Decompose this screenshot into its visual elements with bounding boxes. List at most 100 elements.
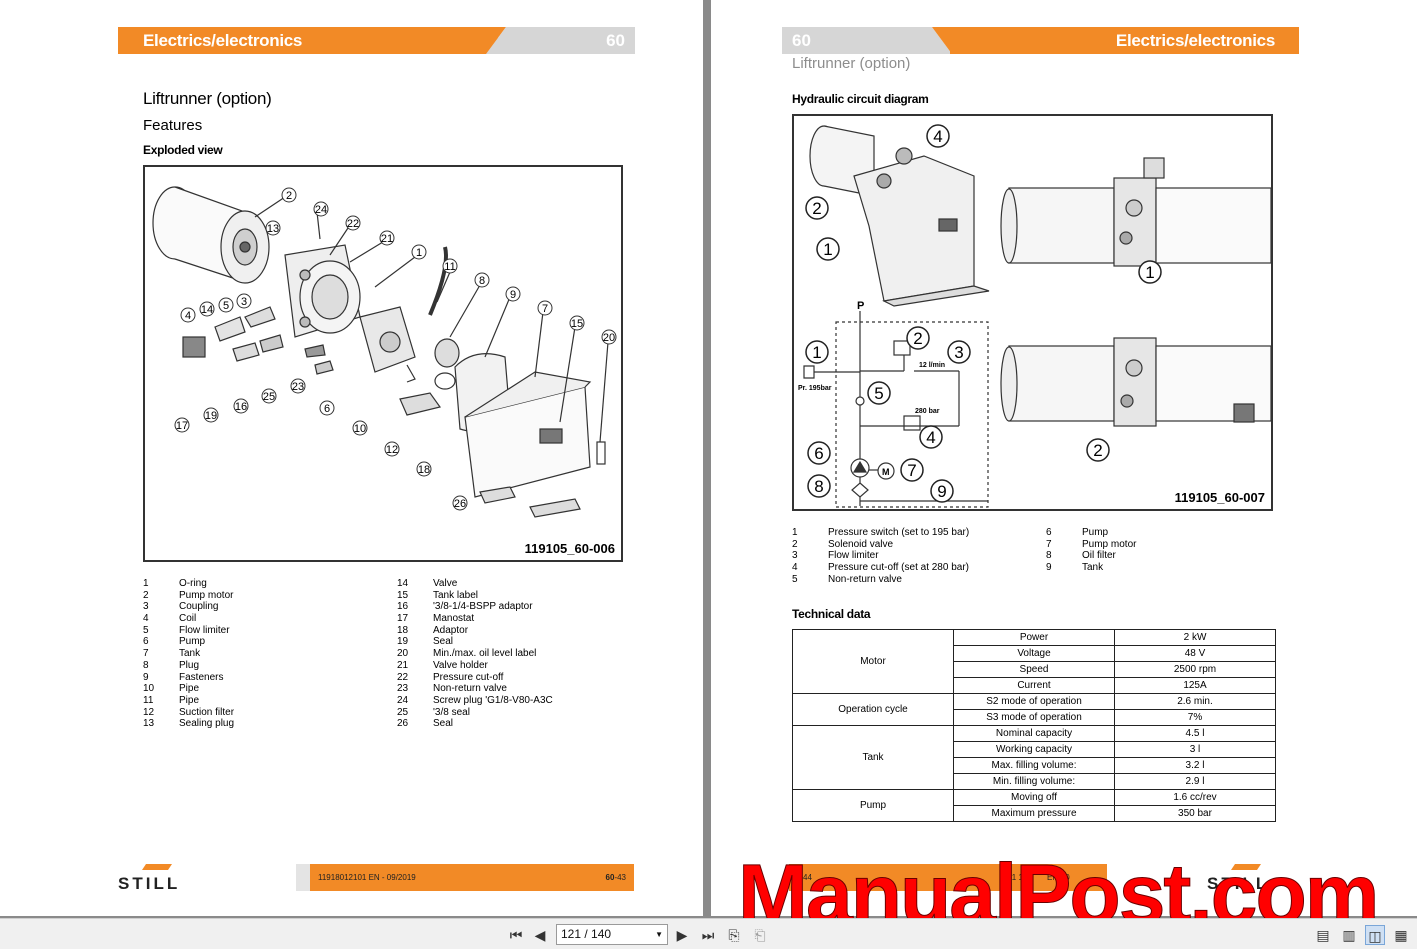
banner-title: Electrics/electronics [1115,31,1275,50]
svg-text:3: 3 [241,296,247,308]
facing-pages-button[interactable]: ◫ [1365,925,1385,945]
callout: 2 [281,187,297,203]
param-cell: Moving off [953,789,1115,806]
svg-text:7: 7 [907,461,916,480]
forward-view-icon: ⎗ [754,927,766,943]
page-right: 60 Electrics/electronics Liftrunner (opt… [711,0,1417,916]
footer-doc-number: 11918012101 EN - 09/2019 [318,873,416,882]
footer-doc-date: EN - 0 [1047,873,1070,882]
callout: 2 [906,326,930,350]
last-page-button[interactable]: ⏭ [698,925,718,945]
chapter-banner-left: Electrics/electronics 60 [118,27,635,54]
callout: 6 [319,400,335,416]
group-cell: Motor [792,629,954,694]
param-cell: Working capacity [953,741,1115,758]
footer-doc-number: 1191 12 [999,873,1028,882]
svg-text:26: 26 [454,498,466,510]
last-page-icon: ⏭ [701,927,715,943]
callout: 1 [816,237,840,261]
param-cell: Speed [953,661,1115,678]
legend-item: 25'3/8 seal [397,706,470,718]
chevron-down-icon[interactable]: ▼ [655,930,663,939]
callout: 19 [203,407,219,423]
value-cell: 2.6 min. [1114,693,1276,710]
value-cell: 4.5 l [1114,725,1276,742]
callout: 1 [411,244,427,260]
next-page-icon: ▶ [676,927,688,943]
first-page-button[interactable]: ⏮ [506,925,526,945]
param-cell: Power [953,629,1115,646]
value-cell: 3 l [1114,741,1276,758]
continuous-page-button[interactable]: ▥ [1339,925,1359,945]
svg-text:24: 24 [315,204,327,216]
back-view-button[interactable]: ⎘ [724,925,744,945]
next-page-button[interactable]: ▶ [672,925,692,945]
group-cell: Operation cycle [792,693,954,726]
svg-text:13: 13 [267,223,279,235]
figure-id: 119105_60-007 [1174,490,1265,505]
callout: 4 [180,307,196,323]
callout: 7 [537,300,553,316]
legend-item: 16'3/8-1/4-BSPP adaptor [397,601,533,613]
switch-label: Pr. 195bar [798,385,832,392]
callout: 3 [236,293,252,309]
callout: 5 [867,381,891,405]
page-number-field[interactable]: 121 / 140▼ [556,924,668,945]
svg-text:16: 16 [235,401,247,413]
svg-text:20: 20 [603,332,615,344]
svg-text:11: 11 [444,261,455,273]
motor-symbol: M [882,467,890,477]
page-heading: Liftrunner (option) [143,89,272,108]
callout: 2 [805,196,829,220]
flow-label: 12 l/min [919,362,945,369]
svg-text:17: 17 [176,420,188,432]
continuous-facing-button[interactable]: ▦ [1391,925,1411,945]
callout: 2 [1086,438,1110,462]
chapter-number: 60 [606,31,625,50]
value-cell: 2.9 l [1114,773,1276,790]
prev-page-button[interactable]: ◀ [530,925,550,945]
table-row: Max. filling volume:3.2 l [793,757,1276,774]
callout: 4 [919,425,943,449]
svg-text:2: 2 [812,199,821,218]
param-cell: Voltage [953,645,1115,662]
continuous-page-icon: ▥ [1342,927,1356,943]
callout: 26 [452,495,468,511]
callout: 24 [313,201,329,217]
subheading: Features [143,117,203,134]
svg-text:1: 1 [416,247,422,259]
callout: 6 [807,441,831,465]
chapter-banner-right: 60 Electrics/electronics [782,27,1299,54]
callout: 9 [930,479,954,503]
still-logo: STILL [1207,864,1266,892]
value-cell: 125A [1114,677,1276,694]
single-page-button[interactable]: ▤ [1313,925,1333,945]
forward-view-button[interactable]: ⎗ [750,925,770,945]
svg-text:STILL: STILL [118,874,180,892]
footer-bar-right: 44 1191 12 EN - 0 [789,864,1107,891]
footer-page-number: 60-43 [605,873,626,882]
svg-text:2: 2 [1093,441,1102,460]
hydraulic-figure: P 12 l/min 280 bar Pr. 195bar M 4 2 1 1 … [792,114,1273,511]
